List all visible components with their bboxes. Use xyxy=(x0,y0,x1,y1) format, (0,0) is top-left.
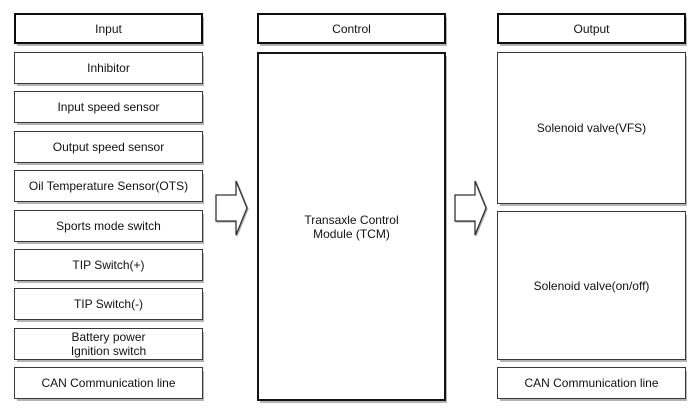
input-item-tip-switch-minus: TIP Switch(-) xyxy=(14,288,203,320)
input-item-output-speed-sensor: Output speed sensor xyxy=(14,131,203,163)
input-item-label: TIP Switch(-) xyxy=(73,297,144,311)
input-item-label: CAN Communication line xyxy=(41,376,176,390)
output-column-header: Output xyxy=(497,13,686,44)
right-block-arrow-icon xyxy=(454,180,487,236)
output-item-solenoid-valve-on-off: Solenoid valve(on/off) xyxy=(497,211,686,360)
flow-arrow-control-to-output xyxy=(454,179,488,237)
input-item-label: Input speed sensor xyxy=(57,100,160,114)
input-item-label: Battery power Ignition switch xyxy=(70,330,147,358)
input-item-tip-switch-plus: TIP Switch(+) xyxy=(14,249,203,281)
input-item-label: Oil Temperature Sensor(OTS) xyxy=(28,179,189,193)
flow-arrow-input-to-control xyxy=(215,179,249,237)
input-column-header: Input xyxy=(14,13,203,44)
tcm-label: Transaxle Control Module (TCM) xyxy=(304,212,399,241)
input-item-input-speed-sensor: Input speed sensor xyxy=(14,91,203,123)
input-item-oil-temperature-sensor: Oil Temperature Sensor(OTS) xyxy=(14,170,203,202)
control-column-header: Control xyxy=(257,13,446,44)
input-item-label: TIP Switch(+) xyxy=(72,258,145,272)
input-item-label: Output speed sensor xyxy=(52,140,165,154)
control-module-box: Transaxle Control Module (TCM) xyxy=(257,52,446,401)
output-item-label: CAN Communication line xyxy=(524,376,659,390)
output-header-label: Output xyxy=(573,21,610,36)
control-header-label: Control xyxy=(332,21,371,36)
output-item-can-communication-line: CAN Communication line xyxy=(497,367,686,399)
input-item-can-communication-line: CAN Communication line xyxy=(14,367,203,399)
output-item-solenoid-valve-vfs: Solenoid valve(VFS) xyxy=(497,52,686,204)
input-item-inhibitor: Inhibitor xyxy=(14,52,203,84)
output-item-label: Solenoid valve(VFS) xyxy=(536,121,647,135)
output-item-label: Solenoid valve(on/off) xyxy=(533,278,650,293)
right-block-arrow-icon xyxy=(215,180,248,236)
input-item-sports-mode-switch: Sports mode switch xyxy=(14,210,203,242)
input-header-label: Input xyxy=(95,21,122,36)
input-item-label: Inhibitor xyxy=(87,61,130,75)
input-item-label: Sports mode switch xyxy=(56,219,161,233)
input-item-battery-power-ignition-switch: Battery power Ignition switch xyxy=(14,328,203,360)
